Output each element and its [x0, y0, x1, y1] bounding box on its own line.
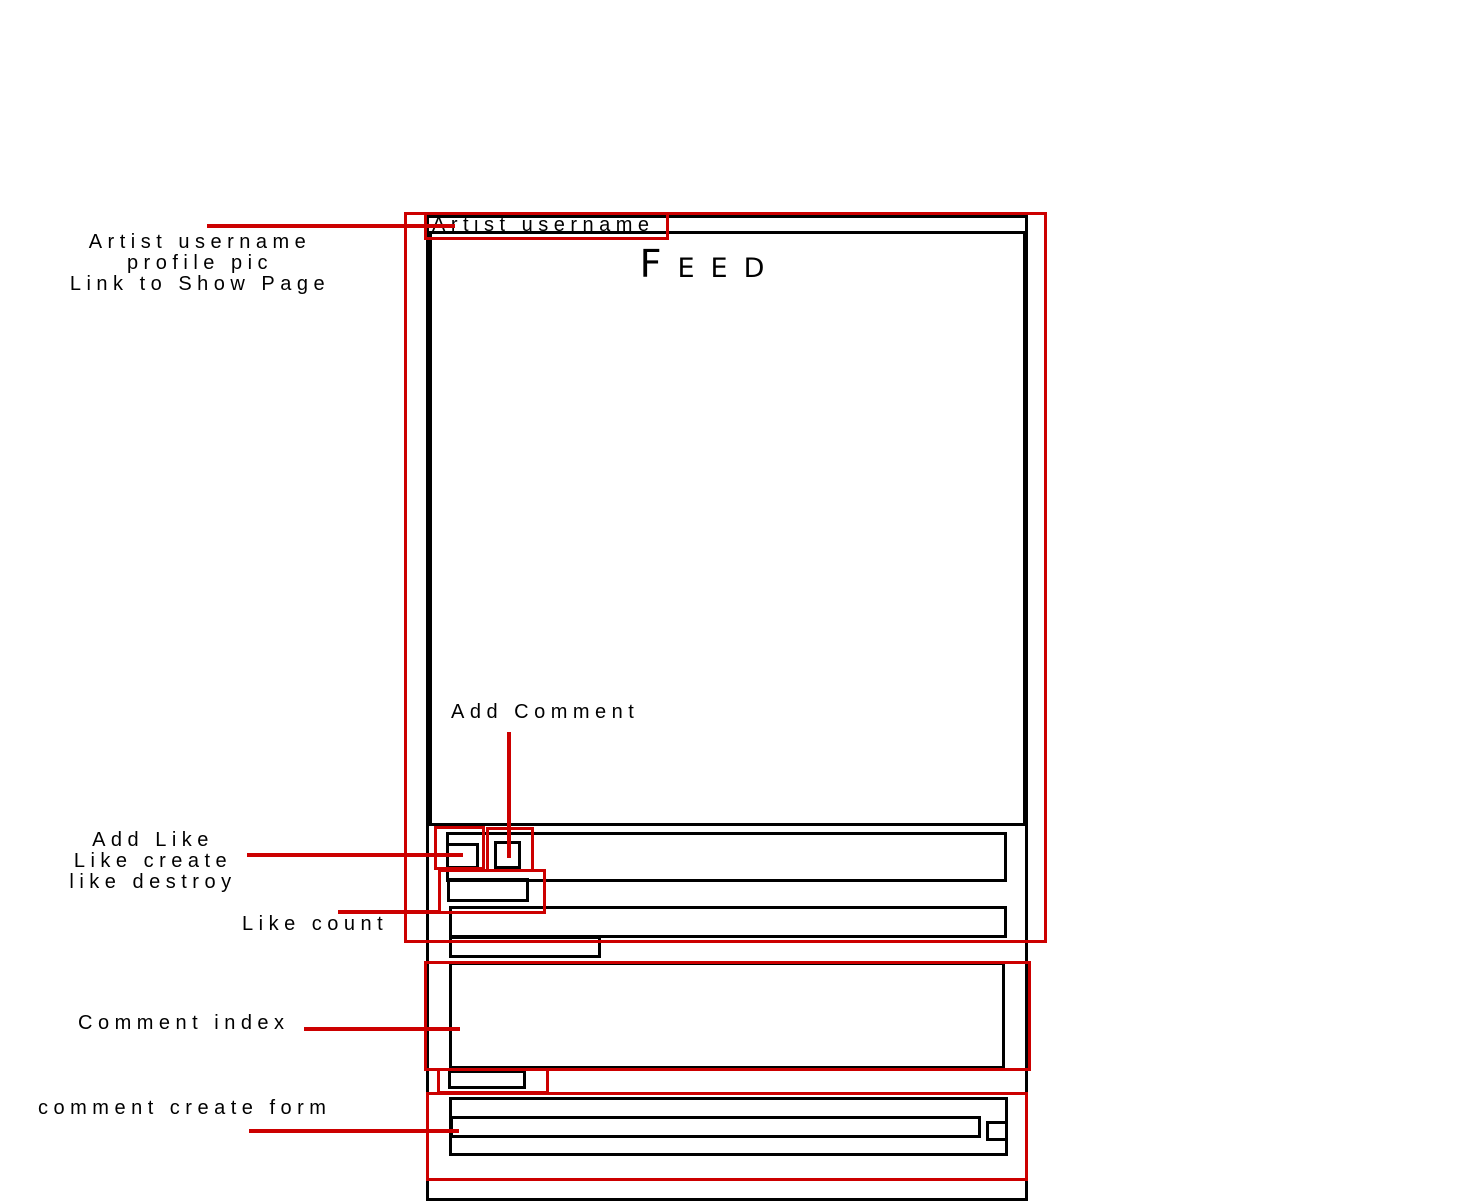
comment-form-annotation-box [426, 1092, 1028, 1181]
add-like-label-2: Like create [73, 850, 233, 872]
artist-info-label-3: Link to Show Page [69, 273, 331, 295]
like-count-annotation-box [438, 869, 546, 914]
like-count-label: Like count [242, 913, 389, 935]
artist-username-top-label: Artist username [432, 214, 655, 236]
artist-info-label-1: Artist username [88, 231, 312, 253]
comments-header-box [449, 936, 601, 958]
like-count-callout-line [338, 910, 441, 914]
feed-title: Feed [639, 242, 781, 286]
artist-info-label-2: profile pic [126, 252, 274, 274]
like-count-box [447, 878, 529, 902]
comment-index-footer [448, 1070, 526, 1089]
add-like-label-3: like destroy [69, 871, 237, 893]
comment-index-annotation-box [424, 961, 1031, 1071]
comment-index-footer-annotation-box [437, 1068, 549, 1094]
add-comment-callout-line [507, 732, 511, 858]
feed-container [426, 215, 1028, 1201]
post-annotation-box [404, 212, 1047, 943]
artist-info-callout-line [207, 224, 455, 228]
add-like-callout-line [247, 853, 463, 857]
post-caption-box [449, 906, 1007, 938]
comment-index-label: Comment index [78, 1012, 290, 1034]
comment-submit-button[interactable] [986, 1121, 1008, 1141]
comment-index-callout-line [304, 1027, 460, 1031]
post-image-area [429, 231, 1026, 826]
comment-form-callout-line [249, 1129, 459, 1133]
add-comment-label: Add Comment [451, 701, 640, 723]
comment-input[interactable] [450, 1116, 981, 1138]
add-like-label-1: Add Like [92, 829, 214, 851]
comment-create-form-label: comment create form [38, 1097, 332, 1119]
like-annotation-box [434, 826, 485, 870]
